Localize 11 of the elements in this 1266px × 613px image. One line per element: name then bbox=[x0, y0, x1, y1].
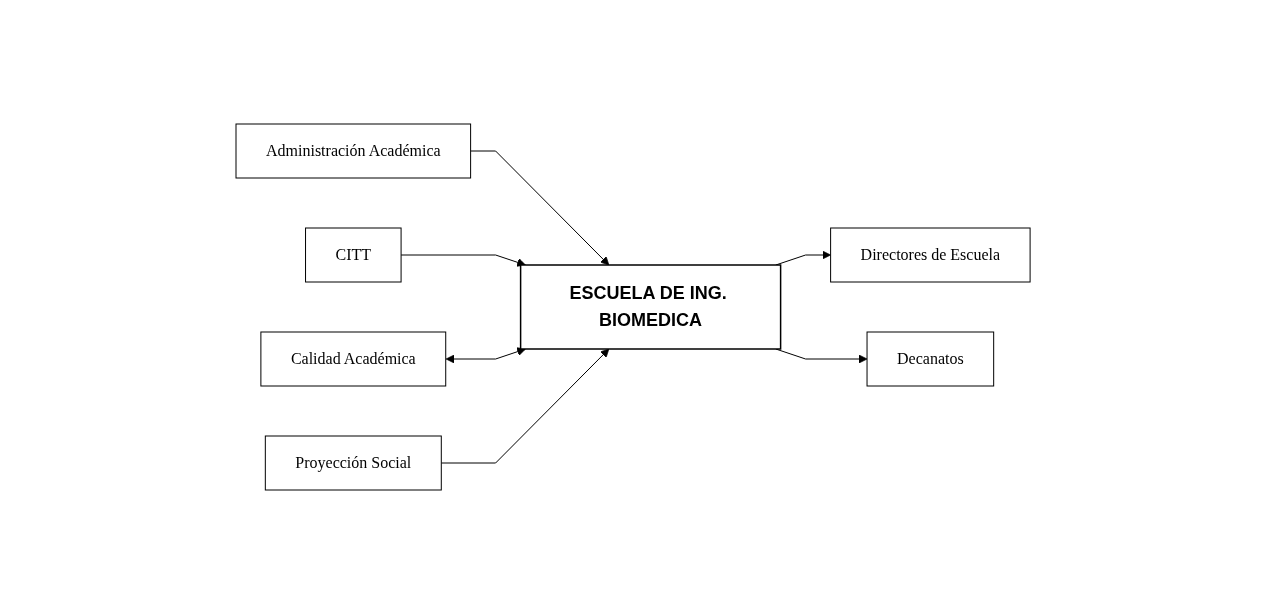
node-box: Proyección Social bbox=[264, 435, 442, 490]
node-box: Calidad Académica bbox=[260, 331, 447, 386]
node-box: Decanatos bbox=[866, 331, 995, 386]
node-box: CITT bbox=[305, 227, 402, 282]
arrow bbox=[400, 254, 526, 267]
arrow bbox=[445, 346, 526, 363]
arrow bbox=[440, 348, 610, 463]
arrow bbox=[470, 150, 610, 265]
node-box: Administración Académica bbox=[235, 123, 472, 178]
node-box: ESCUELA DE ING. BIOMEDICA bbox=[519, 263, 782, 350]
node-box: Directores de Escuela bbox=[830, 227, 1031, 282]
